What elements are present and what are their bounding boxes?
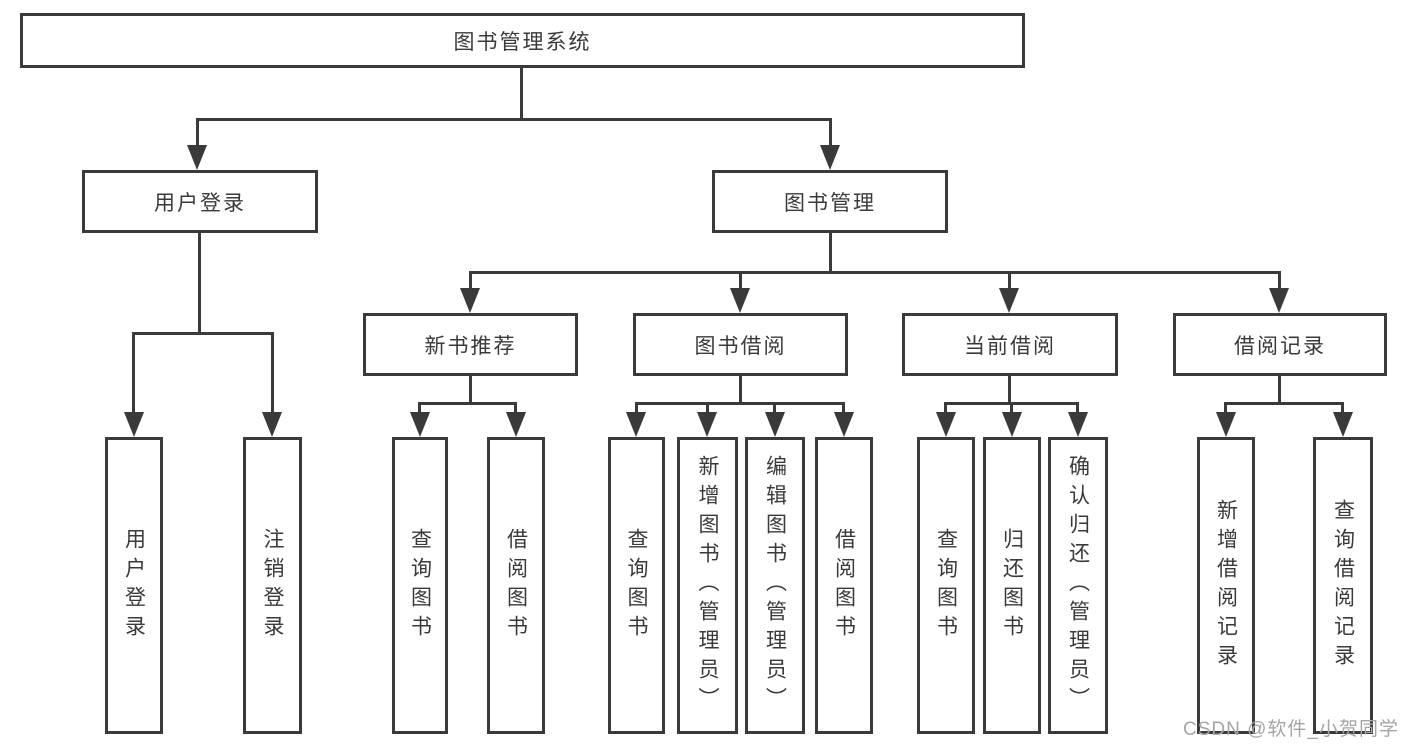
leaf-user-login: 用户登录 (105, 437, 163, 734)
connector-line (1076, 402, 1079, 415)
leaf-nbr-borrow-books-label: 借阅图书 (504, 527, 528, 644)
connector-line (1341, 402, 1344, 415)
connector-line (469, 376, 472, 404)
connector-line (132, 332, 135, 415)
node-new-book-recommend: 新书推荐 (363, 313, 578, 376)
leaf-br-add-record: 新增借阅记录 (1197, 437, 1255, 734)
leaf-cb-confirm-return-admin-label: 确认归还（管理员） (1066, 455, 1090, 716)
connector-line (1010, 402, 1013, 415)
connector-line (418, 402, 517, 405)
leaf-bb-query-books: 查询图书 (608, 437, 665, 734)
connector-line (635, 402, 638, 415)
connector-line (829, 233, 832, 273)
arrow-down-icon (730, 288, 750, 313)
node-root: 图书管理系统 (20, 13, 1025, 68)
leaf-bb-query-books-label: 查询图书 (625, 527, 648, 644)
arrow-down-icon (460, 288, 480, 313)
connector-line (196, 118, 832, 121)
leaf-logout-label: 注销登录 (261, 527, 284, 644)
connector-line (1224, 402, 1344, 405)
leaf-bb-edit-books-admin: 编辑图书（管理员） (745, 437, 805, 734)
connector-line (706, 402, 709, 415)
connector-line (739, 271, 742, 293)
leaf-cb-confirm-return-admin: 确认归还（管理员） (1048, 437, 1108, 734)
node-user-login: 用户登录 (82, 170, 318, 233)
connector-line (520, 68, 523, 120)
connector-line (944, 402, 947, 415)
leaf-bb-add-books-admin: 新增图书（管理员） (677, 437, 738, 734)
csdn-watermark: CSDN @软件_小贺同学 (1183, 719, 1399, 740)
connector-line (196, 118, 199, 147)
arrow-down-icon (765, 412, 785, 437)
leaf-br-add-record-label: 新增借阅记录 (1214, 498, 1238, 673)
arrow-down-icon (1216, 412, 1236, 437)
arrow-down-icon (262, 412, 282, 437)
node-user-login-label: 用户登录 (154, 191, 246, 215)
arrow-down-icon (820, 145, 840, 170)
arrow-down-icon (834, 412, 854, 437)
connector-line (739, 376, 742, 404)
connector-line (829, 118, 832, 147)
arrow-down-icon (1333, 412, 1353, 437)
leaf-bb-borrow-books: 借阅图书 (815, 437, 873, 734)
connector-line (132, 332, 274, 335)
node-book-management-label: 图书管理 (784, 191, 876, 215)
connector-line (1008, 271, 1011, 293)
leaf-nbr-query-books-label: 查询图书 (408, 527, 432, 644)
leaf-bb-borrow-books-label: 借阅图书 (832, 527, 856, 644)
arrow-down-icon (1002, 412, 1022, 437)
connector-line (842, 402, 845, 415)
arrow-down-icon (124, 412, 144, 437)
node-book-borrow: 图书借阅 (633, 313, 848, 376)
connector-line (271, 332, 274, 415)
connector-line (1224, 402, 1227, 415)
connector-line (773, 402, 776, 415)
leaf-user-login-label: 用户登录 (122, 527, 146, 644)
arrow-down-icon (936, 412, 956, 437)
node-current-borrow: 当前借阅 (902, 313, 1118, 376)
arrow-down-icon (506, 412, 526, 437)
node-borrow-record: 借阅记录 (1173, 313, 1387, 376)
leaf-br-query-record-label: 查询借阅记录 (1331, 498, 1355, 673)
node-book-borrow-label: 图书借阅 (694, 334, 787, 358)
leaf-cb-query-books-label: 查询图书 (934, 527, 958, 644)
arrow-down-icon (187, 145, 207, 170)
leaf-cb-return-books: 归还图书 (983, 437, 1041, 734)
connector-line (635, 402, 845, 405)
node-root-label: 图书管理系统 (453, 30, 592, 54)
leaf-cb-query-books: 查询图书 (917, 437, 975, 734)
connector-line (198, 233, 201, 334)
connector-line (1008, 376, 1011, 404)
leaf-logout: 注销登录 (243, 437, 302, 734)
node-borrow-record-label: 借阅记录 (1234, 334, 1326, 358)
leaf-br-query-record: 查询借阅记录 (1313, 437, 1373, 734)
leaf-nbr-query-books: 查询图书 (392, 437, 448, 734)
connector-line (1278, 271, 1281, 293)
arrow-down-icon (1068, 412, 1088, 437)
arrow-down-icon (999, 288, 1019, 313)
arrow-down-icon (1269, 288, 1289, 313)
leaf-bb-add-books-admin-label: 新增图书（管理员） (696, 455, 719, 716)
connector-line (418, 402, 421, 415)
leaf-bb-edit-books-admin-label: 编辑图书（管理员） (763, 455, 787, 716)
node-new-book-recommend-label: 新书推荐 (424, 334, 517, 358)
connector-line (469, 271, 472, 293)
leaf-nbr-borrow-books: 借阅图书 (487, 437, 545, 734)
arrow-down-icon (626, 412, 646, 437)
node-current-borrow-label: 当前借阅 (964, 334, 1056, 358)
connector-line (469, 271, 1281, 274)
arrow-down-icon (697, 412, 717, 437)
arrow-down-icon (410, 412, 430, 437)
leaf-cb-return-books-label: 归还图书 (1000, 527, 1024, 644)
connector-line (514, 402, 517, 415)
node-book-management: 图书管理 (712, 170, 948, 233)
connector-line (1278, 376, 1281, 404)
